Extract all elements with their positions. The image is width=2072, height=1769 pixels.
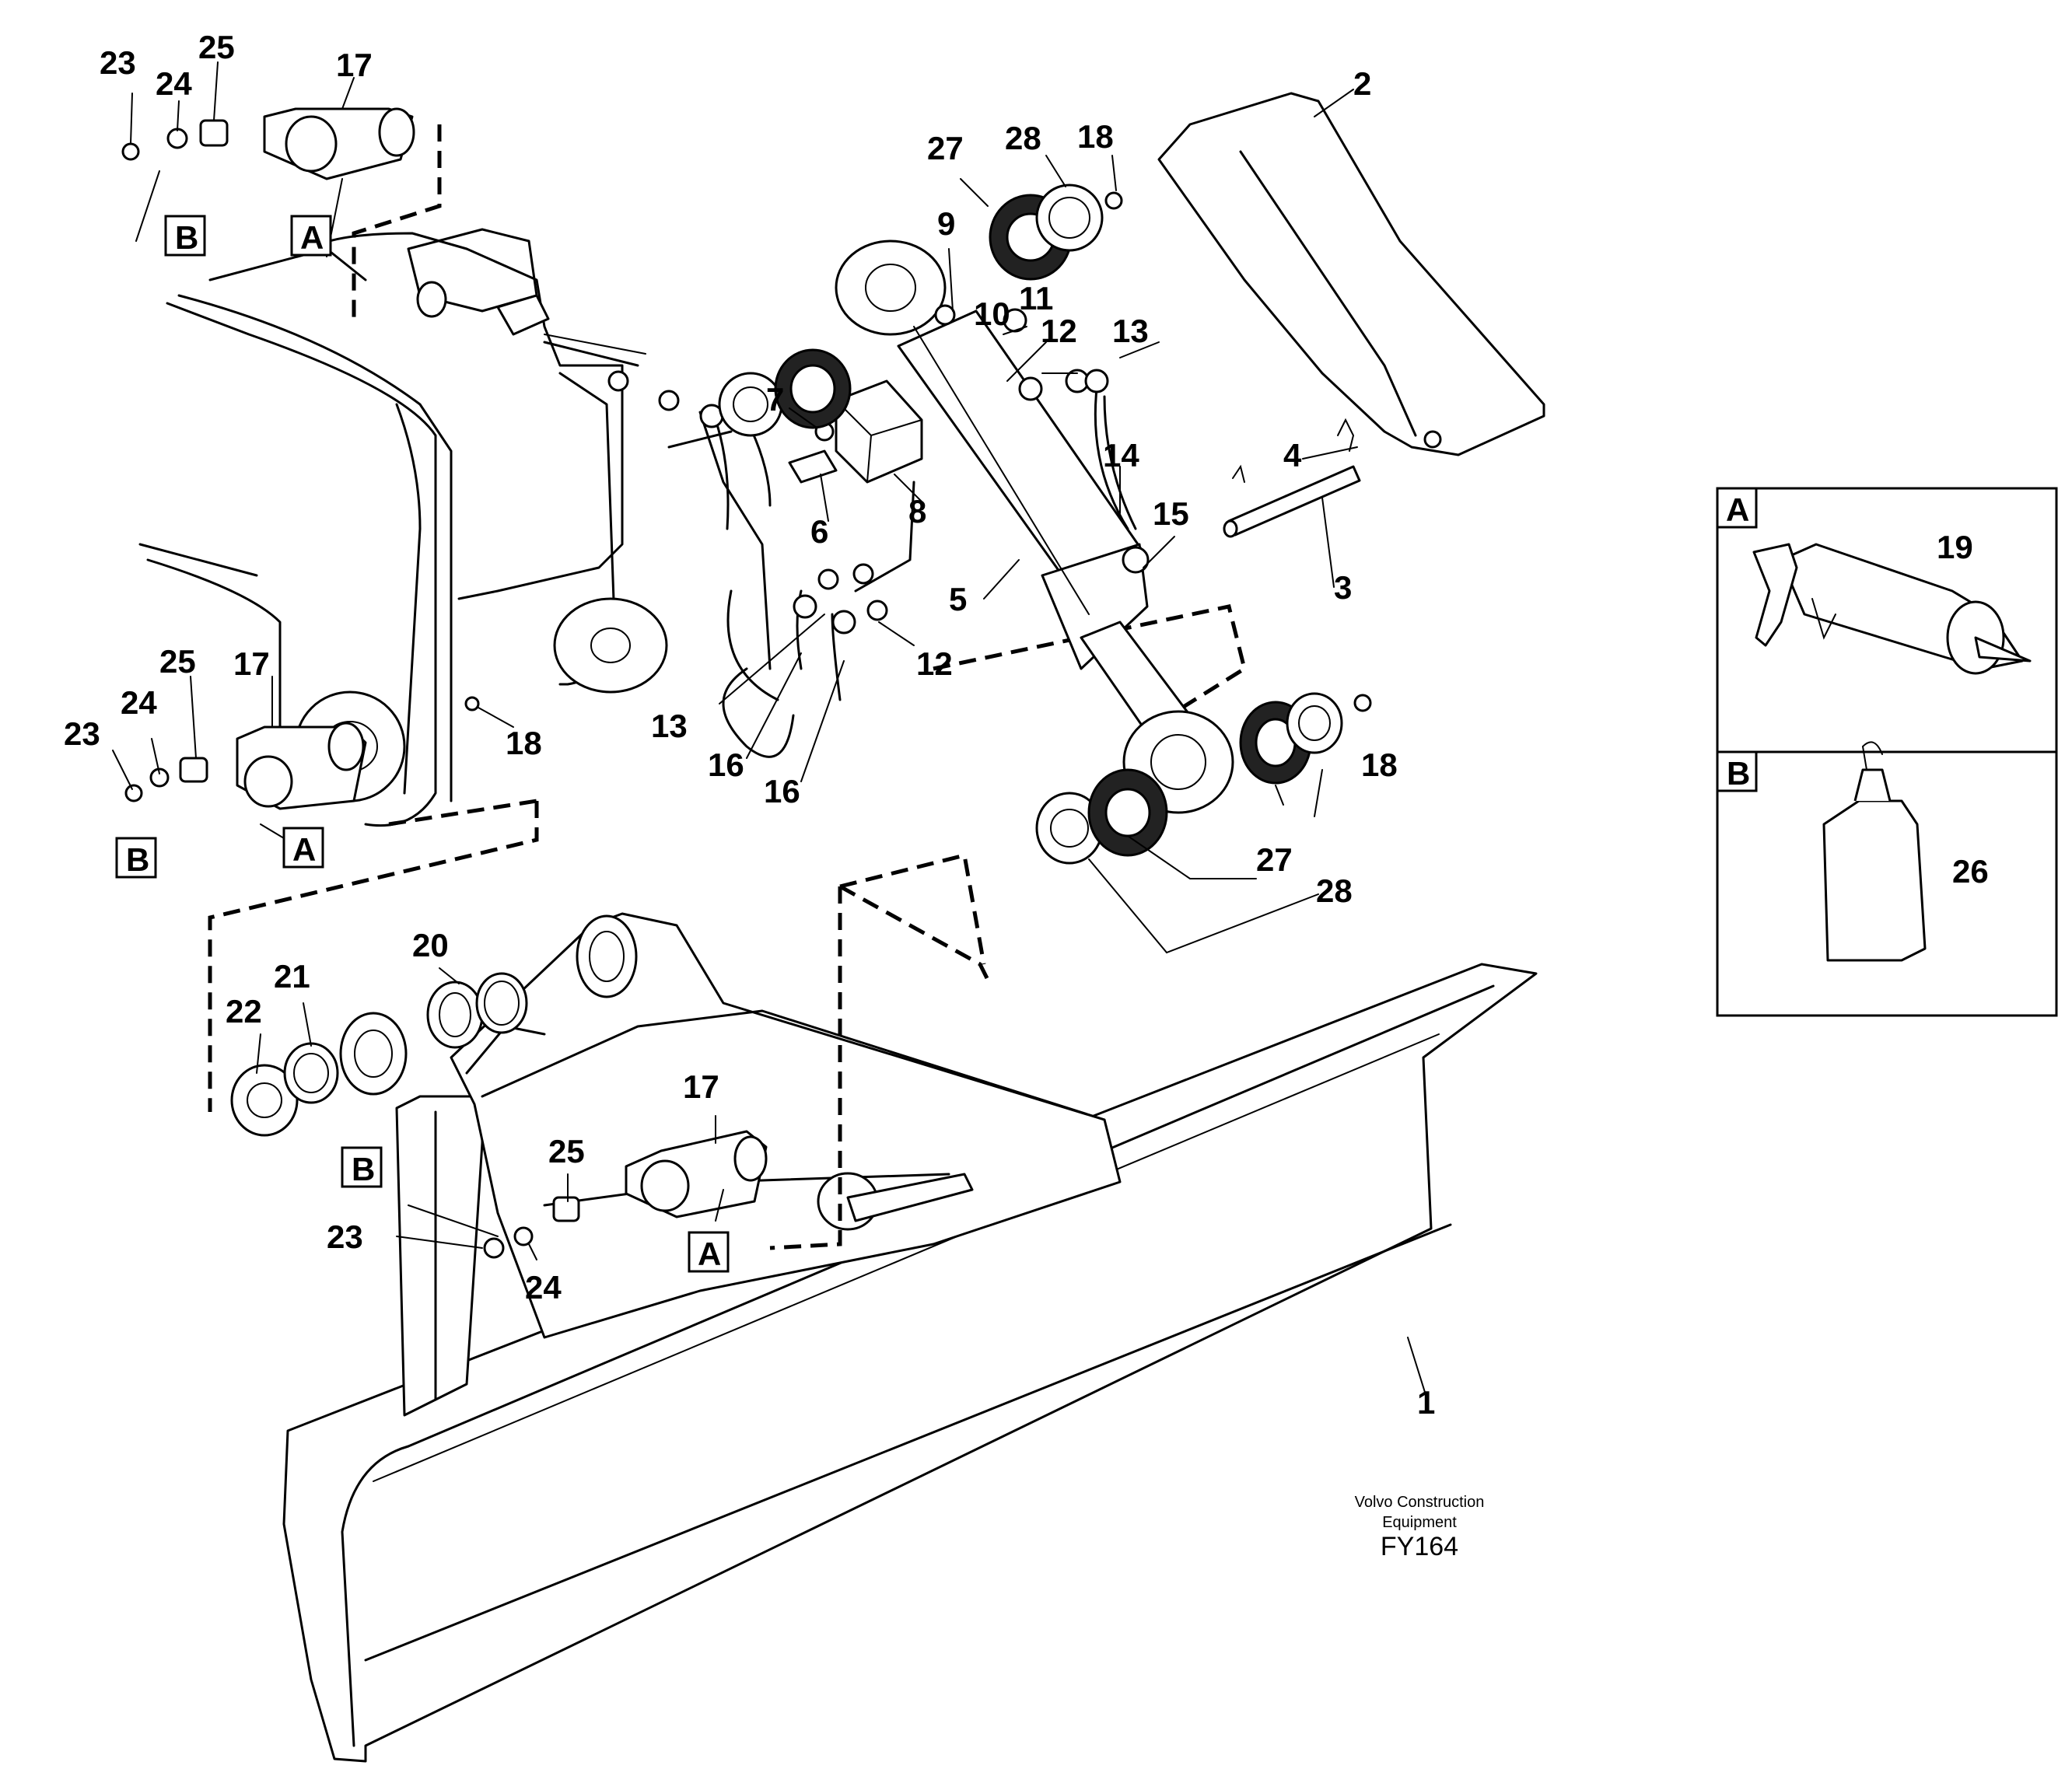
ref-box-letters: B A B A B A bbox=[126, 219, 721, 1272]
company-line1: Volvo Construction bbox=[1355, 1494, 1485, 1511]
blade-extension bbox=[1157, 92, 1545, 456]
legend-label-a: A bbox=[1726, 491, 1749, 528]
ref-box-frames bbox=[115, 215, 730, 1273]
grease-gun-icon bbox=[1752, 543, 2032, 675]
callout-2: 2 bbox=[1353, 65, 1371, 102]
valve-block bbox=[788, 379, 923, 484]
pin-assembly bbox=[1223, 418, 1361, 538]
callout-27b: 27 bbox=[1256, 841, 1293, 878]
callout-25c: 25 bbox=[548, 1133, 585, 1169]
callout-13a: 13 bbox=[1112, 313, 1149, 349]
oil-bottle-icon bbox=[1822, 741, 1927, 962]
callout-3: 3 bbox=[1334, 569, 1352, 606]
callout-22: 22 bbox=[226, 993, 262, 1030]
callout-7: 7 bbox=[766, 381, 784, 418]
callout-14: 14 bbox=[1103, 437, 1139, 474]
callout-23c: 23 bbox=[327, 1218, 363, 1255]
callout-13b: 13 bbox=[651, 708, 688, 744]
callout-19: 19 bbox=[1937, 529, 1973, 565]
callout-25b: 25 bbox=[159, 643, 196, 680]
legend-label-b: B bbox=[1727, 755, 1750, 792]
callout-18a: 18 bbox=[1077, 118, 1114, 155]
footer-credit: Volvo Construction Equipment FY164 bbox=[1355, 1494, 1485, 1561]
callout-18b: 18 bbox=[506, 725, 542, 761]
callout-23a: 23 bbox=[100, 44, 136, 81]
leader-lines bbox=[112, 61, 1961, 1400]
callout-26: 26 bbox=[1952, 853, 1989, 890]
ref-box-a2: A bbox=[292, 831, 316, 868]
callout-10: 10 bbox=[974, 295, 1010, 332]
callout-15: 15 bbox=[1153, 495, 1189, 532]
ref-box-a1: A bbox=[300, 219, 324, 256]
pin-top-left bbox=[121, 107, 415, 180]
pin-mid-left bbox=[124, 722, 367, 810]
figure-code: FY164 bbox=[1381, 1532, 1458, 1561]
callout-23b: 23 bbox=[64, 715, 100, 752]
callout-18c: 18 bbox=[1361, 746, 1398, 783]
callout-5: 5 bbox=[949, 581, 967, 617]
callout-28a: 28 bbox=[1005, 120, 1041, 156]
fittings bbox=[464, 191, 1372, 712]
bushing-rings bbox=[230, 972, 528, 1137]
ref-box-b2: B bbox=[126, 841, 149, 878]
callout-numbers: 1 2 3 4 5 6 7 8 9 10 11 12 13 14 15 12 1… bbox=[64, 29, 1989, 1421]
callout-8: 8 bbox=[908, 493, 926, 530]
callout-17c: 17 bbox=[683, 1068, 719, 1105]
bearing-rings-lower bbox=[1035, 692, 1343, 865]
callout-6: 6 bbox=[810, 513, 828, 550]
ref-box-b1: B bbox=[175, 219, 198, 256]
legend-panel bbox=[1716, 487, 2058, 1017]
ref-box-a3: A bbox=[698, 1236, 721, 1272]
callout-24a: 24 bbox=[156, 65, 192, 102]
callout-11: 11 bbox=[1019, 280, 1053, 316]
callout-12a: 12 bbox=[1041, 313, 1077, 349]
callout-4: 4 bbox=[1283, 437, 1302, 474]
company-line2: Equipment bbox=[1382, 1514, 1457, 1531]
dozer-blade bbox=[282, 963, 1538, 1763]
callout-24c: 24 bbox=[525, 1269, 562, 1306]
callout-24b: 24 bbox=[121, 684, 157, 721]
bearing-rings-upper bbox=[718, 184, 1104, 437]
pin-bottom bbox=[483, 1130, 768, 1259]
blade-frame bbox=[395, 912, 1122, 1417]
callout-20: 20 bbox=[412, 927, 449, 963]
assembly-lines bbox=[208, 124, 1247, 1250]
callout-16a: 16 bbox=[708, 746, 744, 783]
callout-27a: 27 bbox=[927, 130, 964, 166]
callout-17a: 17 bbox=[336, 47, 373, 83]
callout-21: 21 bbox=[274, 958, 310, 995]
legend-letters: A B bbox=[1726, 491, 1750, 792]
callout-16b: 16 bbox=[764, 773, 800, 809]
callout-17b: 17 bbox=[233, 645, 270, 682]
callout-1: 1 bbox=[1417, 1384, 1435, 1421]
hoses bbox=[543, 334, 1137, 758]
callout-9: 9 bbox=[937, 205, 955, 242]
ref-box-b3: B bbox=[352, 1151, 375, 1187]
callout-28b: 28 bbox=[1316, 872, 1353, 909]
callout-25a: 25 bbox=[198, 29, 235, 65]
callout-12b: 12 bbox=[916, 645, 953, 682]
